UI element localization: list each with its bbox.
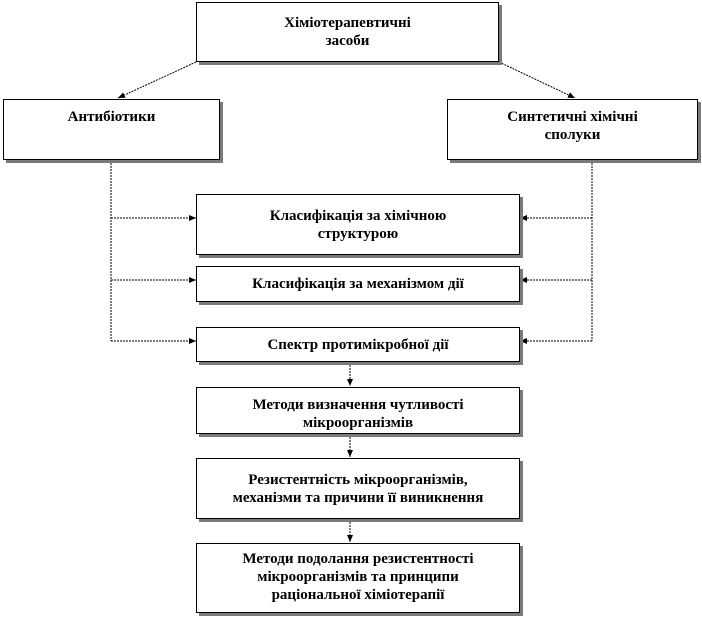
arrow-root-to-left (117, 61, 197, 99)
arrow-root-to-right (498, 61, 576, 99)
step-5-label: Резистентність мікроорганізмів, механізм… (232, 471, 484, 506)
antibiotics-node-label: Антибіотики (67, 109, 156, 125)
root-node-label: Хіміотерапевтичні засоби (284, 15, 411, 49)
synthetic-compounds-node: Синтетичні хімічні сполуки (447, 99, 698, 160)
step-6-node: Методи подолання резистентності мікроорг… (196, 543, 520, 613)
step-1-label: Класифікація за хімічною структурою (269, 207, 447, 242)
step-2-label: Класифікація за механізмом дії (252, 276, 464, 292)
step-1-node: Класифікація за хімічною структурою (196, 194, 520, 255)
root-node: Хіміотерапевтичні засоби (196, 2, 499, 62)
step-3-label: Спектр протимікробної дії (267, 336, 449, 353)
step-6-label: Методи подолання резистентності мікроорг… (242, 551, 474, 603)
step-4-node: Методи визначення чутливості мікрооргані… (196, 387, 520, 434)
step-2-node: Класифікація за механізмом дії (196, 266, 520, 302)
synthetic-compounds-node-label: Синтетичні хімічні сполуки (507, 109, 638, 143)
step-5-node: Резистентність мікроорганізмів, механізм… (196, 458, 520, 519)
antibiotics-node: Антибіотики (3, 99, 220, 160)
step-3-node: Спектр протимікробної дії (196, 327, 520, 362)
step-4-label: Методи визначення чутливості мікрооргані… (252, 397, 464, 431)
